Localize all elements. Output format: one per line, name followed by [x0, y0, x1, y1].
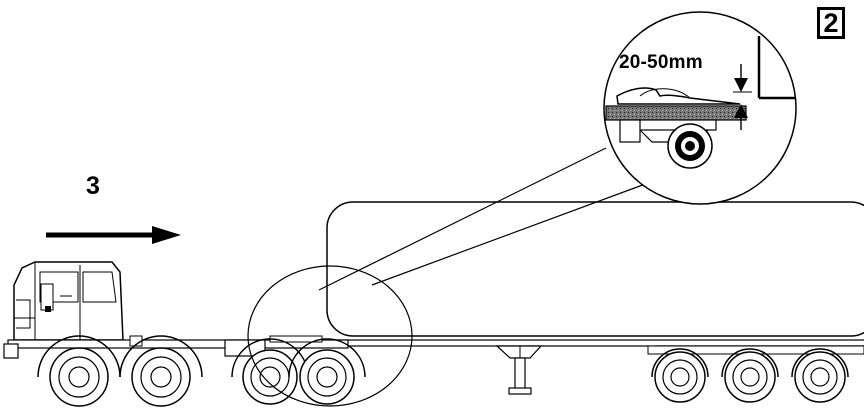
- trailer-wheel: [791, 348, 849, 403]
- trailer-wheel: [651, 348, 709, 403]
- tractor-wheel: [37, 335, 121, 407]
- right-arrow-icon: [46, 226, 181, 244]
- direction-step-label: 3: [86, 172, 100, 200]
- detail-magnifier: [603, 11, 797, 205]
- tractor-wheel: [231, 338, 309, 405]
- tractor-wheel: [288, 338, 366, 405]
- trailer-chassis: [319, 339, 864, 355]
- trailer-tank: [326, 201, 864, 337]
- trailer-landing-leg: [495, 345, 543, 395]
- tractor-wheel: [119, 335, 203, 407]
- step-number-badge: 2: [817, 7, 845, 39]
- fifth-wheel-highlight: [247, 265, 413, 407]
- tractor-cab: [13, 261, 124, 341]
- gap-dimension-label: 20-50mm: [619, 52, 703, 73]
- trailer-wheel: [721, 348, 779, 403]
- callout-leader: [318, 147, 649, 291]
